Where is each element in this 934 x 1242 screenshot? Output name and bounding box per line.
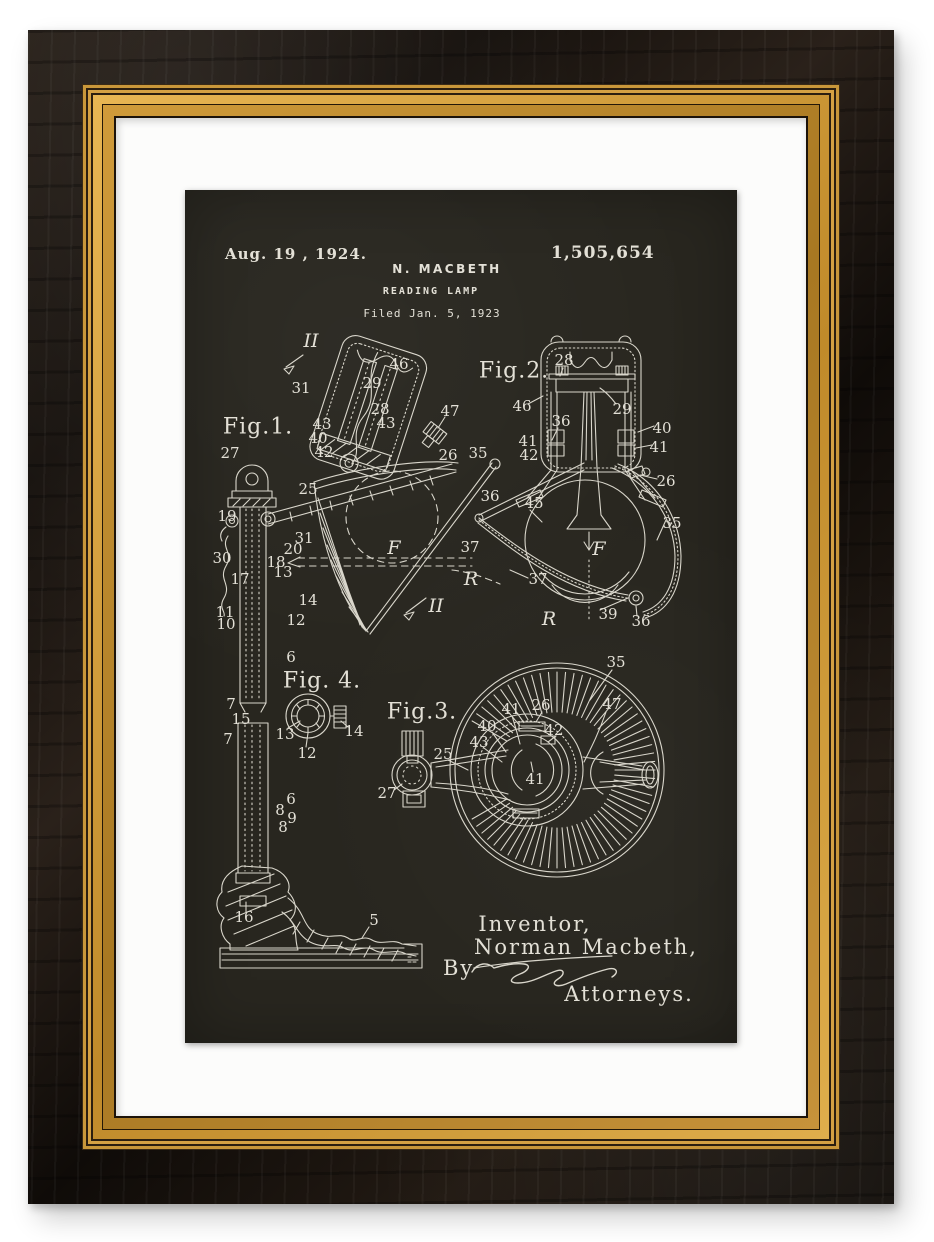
part-label: II xyxy=(302,330,319,352)
part-label: 46 xyxy=(389,355,408,373)
part-label: 26 xyxy=(438,446,457,464)
part-label: 26 xyxy=(656,472,675,490)
fig4-ring-detail xyxy=(286,694,348,747)
part-label: F xyxy=(591,538,606,560)
part-label: 19 xyxy=(217,507,236,525)
part-label: 42 xyxy=(544,721,563,739)
part-label: 35 xyxy=(606,653,625,671)
part-label: 9 xyxy=(287,809,297,827)
part-label: 25 xyxy=(433,745,452,763)
signature-attorneys-label: Attorneys. xyxy=(529,982,729,1006)
part-label: 28 xyxy=(554,351,573,369)
part-label: II xyxy=(427,595,444,617)
part-label: F xyxy=(386,537,401,559)
part-label: 41 xyxy=(649,438,668,456)
part-label: 17 xyxy=(230,570,249,588)
part-label: 29 xyxy=(362,374,381,392)
drawing-labels: II4631292843434042472635Fig.1.2725193031… xyxy=(212,330,681,929)
signature-by-label: By xyxy=(443,956,474,980)
patent-print: Aug. 19 , 1924. 1,505,654 N. MACBETH REA… xyxy=(185,190,737,1043)
part-label: 42 xyxy=(314,443,333,461)
part-label: 8 xyxy=(278,818,288,836)
part-label: 36 xyxy=(551,412,570,430)
part-label: 8 xyxy=(275,801,285,819)
part-label: 45 xyxy=(524,494,543,512)
part-label: 27 xyxy=(220,444,239,462)
part-label: 14 xyxy=(298,591,317,609)
part-label: 26 xyxy=(531,696,550,714)
part-label: 5 xyxy=(369,911,379,929)
part-label: 40 xyxy=(652,419,671,437)
part-label: 35 xyxy=(662,514,681,532)
part-label: 13 xyxy=(275,725,294,743)
part-label: 27 xyxy=(377,784,396,802)
part-label: 36 xyxy=(480,487,499,505)
part-label: 6 xyxy=(286,648,296,666)
signature-inventor-name: Norman Macbeth, xyxy=(474,935,674,959)
part-label: 42 xyxy=(519,446,538,464)
part-label: 43 xyxy=(469,733,488,751)
part-label: 37 xyxy=(460,538,479,556)
part-label: R xyxy=(541,608,556,630)
part-label: 10 xyxy=(216,615,235,633)
part-label: 30 xyxy=(212,549,231,567)
figure-label: Fig.3. xyxy=(387,700,457,725)
figure-label: Fig. 4. xyxy=(283,669,361,694)
part-label: 41 xyxy=(525,770,544,788)
part-label: 16 xyxy=(234,908,253,926)
part-label: 47 xyxy=(440,402,459,420)
part-label: 12 xyxy=(286,611,305,629)
signature-inventor-label: Inventor, xyxy=(435,912,635,936)
part-label: 29 xyxy=(612,400,631,418)
part-label: 15 xyxy=(231,710,250,728)
part-label: R xyxy=(463,568,478,590)
part-label: 36 xyxy=(631,612,650,630)
part-label: 35 xyxy=(468,444,487,462)
part-label: 41 xyxy=(501,700,520,718)
part-label: 37 xyxy=(528,570,547,588)
part-label: 12 xyxy=(297,744,316,762)
part-label: 7 xyxy=(223,730,233,748)
part-label: 39 xyxy=(598,605,617,623)
part-label: 25 xyxy=(298,480,317,498)
part-label: 46 xyxy=(512,397,531,415)
part-label: 43 xyxy=(376,414,395,432)
figure-label: Fig.1. xyxy=(223,415,293,440)
part-label: 31 xyxy=(291,379,310,397)
part-label: 6 xyxy=(286,790,296,808)
figure-label: Fig.2. xyxy=(479,359,549,384)
part-label: 20 xyxy=(283,540,302,558)
part-label: 47 xyxy=(602,695,621,713)
part-label: 14 xyxy=(344,722,363,740)
sunburst-rays xyxy=(472,672,655,868)
part-label: 13 xyxy=(273,563,292,581)
